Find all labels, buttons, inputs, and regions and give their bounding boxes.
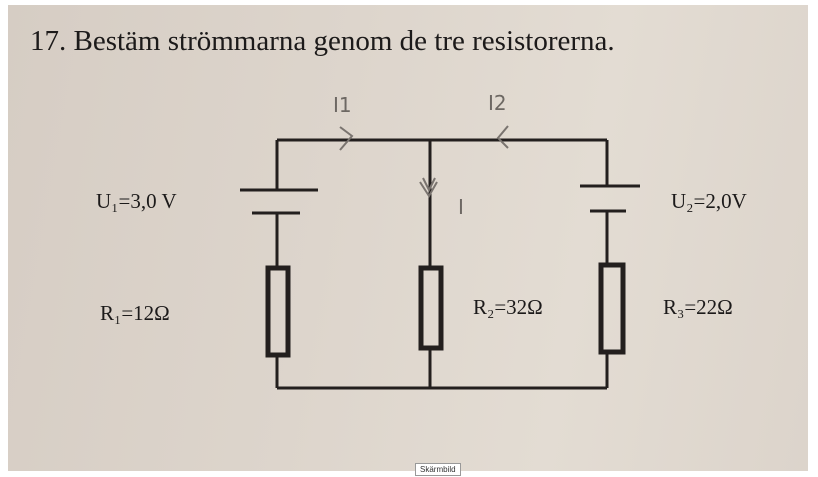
resistor-r1 [265,265,291,358]
label-r2: R₂=32Ω [473,295,543,319]
resistor-r2 [418,265,444,351]
label-r1: R₁=12Ω [100,301,170,325]
label-i: I [458,195,464,219]
problem-photo: 17. Bestäm strömmarna genom de tre resis… [8,5,808,471]
label-r3: R₃=22Ω [663,295,733,319]
label-i1: I1 [333,93,352,117]
arrow-i [419,177,438,198]
label-u1: U₁=3,0 V [96,189,177,213]
arrow-i1 [339,126,354,151]
circuit-diagram [240,125,640,390]
screenshot-tag: Skärmbild [415,463,461,476]
arrow-i2 [496,125,509,149]
battery-u2 [580,184,640,213]
problem-title: 17. Bestäm strömmarna genom de tre resis… [30,25,615,57]
label-u2: U₂=2,0V [671,189,747,213]
resistor-r3 [598,262,626,355]
battery-u1 [240,188,318,215]
label-i2: I2 [488,91,507,115]
